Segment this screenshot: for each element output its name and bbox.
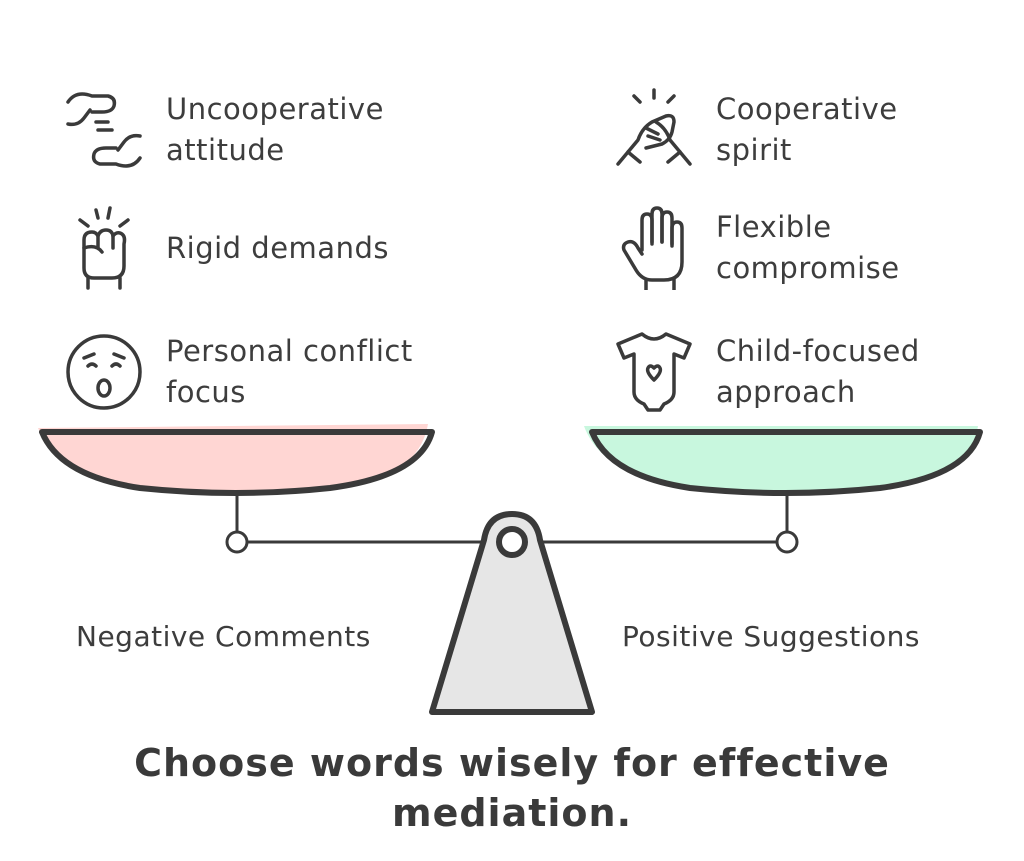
right-item-label: Child-focused approach (716, 334, 920, 409)
right-pan (589, 429, 983, 496)
left-pan-fill (38, 424, 428, 492)
left-item-label: Personal conflict focus (166, 334, 413, 409)
right-beam-end (775, 530, 799, 554)
right-item-cooperative: Cooperative spirit (612, 88, 898, 172)
pivot (496, 526, 528, 558)
left-item-uncooperative: Uncooperative attitude (62, 88, 384, 172)
footer-message: Choose words wisely for effective mediat… (0, 738, 1024, 838)
left-beam-end (225, 530, 249, 554)
right-pan-fill (584, 426, 978, 492)
left-side-title: Negative Comments (76, 620, 371, 653)
right-item-label: Flexible compromise (716, 210, 900, 285)
right-item-label: Cooperative spirit (716, 92, 898, 167)
raised-fist-icon (62, 206, 146, 290)
left-pan (39, 429, 435, 496)
right-item-child-focused: Child-focused approach (612, 330, 920, 414)
open-hand-icon (612, 206, 696, 290)
baby-onesie-icon (612, 330, 696, 414)
left-item-rigid-demands: Rigid demands (62, 206, 389, 290)
footer-text: Choose words wisely for effective mediat… (134, 741, 890, 835)
left-item-label: Uncooperative attitude (166, 92, 384, 167)
left-item-label: Rigid demands (166, 230, 389, 265)
right-side-title: Positive Suggestions (622, 620, 920, 653)
hands-pushing-apart-icon (62, 88, 146, 172)
shocked-face-icon (62, 330, 146, 414)
handshake-icon (612, 88, 696, 172)
fulcrum (429, 511, 595, 715)
left-item-personal-conflict: Personal conflict focus (62, 330, 413, 414)
right-item-flexible-compromise: Flexible compromise (612, 206, 900, 290)
